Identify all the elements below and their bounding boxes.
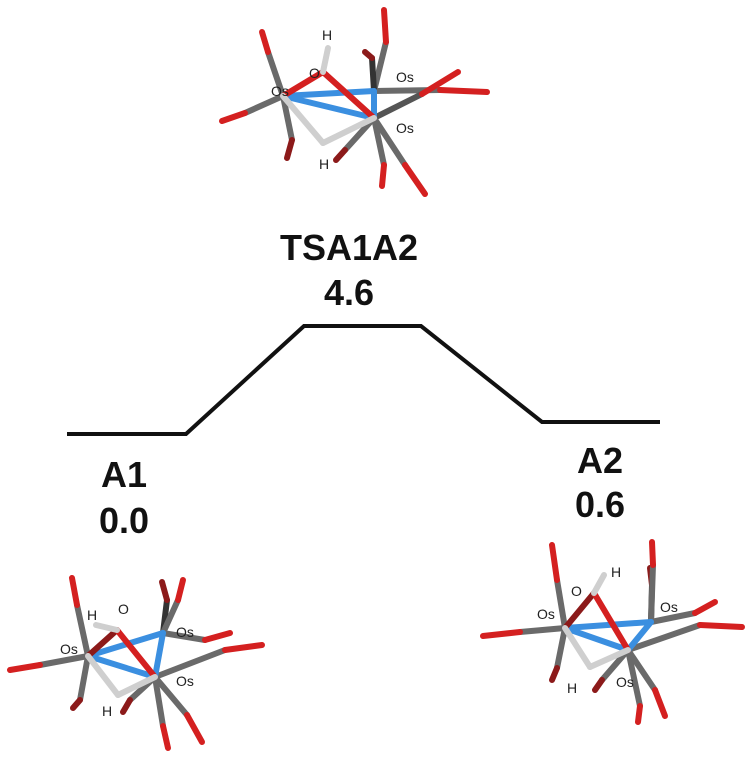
atom-label: Os bbox=[396, 120, 414, 136]
atom-label: H bbox=[319, 156, 329, 172]
atom-label: H bbox=[567, 680, 577, 696]
molecule-a2: H O Os Os Os H bbox=[480, 539, 745, 725]
atom-label: O bbox=[571, 583, 582, 599]
atom-label: H bbox=[611, 564, 621, 580]
state-energy-a2: 0.6 bbox=[575, 484, 625, 525]
atom-label: Os bbox=[537, 606, 555, 622]
atom-label: O bbox=[309, 65, 320, 81]
atom-label: Os bbox=[271, 83, 289, 99]
atom-label: Os bbox=[396, 69, 414, 85]
atom-label: Os bbox=[616, 674, 634, 690]
atom-label: H bbox=[102, 703, 112, 719]
atom-label: H bbox=[322, 27, 332, 43]
molecule-tsa1a2: H O Os Os Os H bbox=[219, 7, 490, 197]
atom-label: Os bbox=[60, 641, 78, 657]
atom-label: Os bbox=[176, 673, 194, 689]
state-label-a1: A1 bbox=[101, 454, 147, 495]
state-label-tsa1a2: TSA1A2 bbox=[280, 227, 418, 268]
energy-profile-line bbox=[67, 324, 660, 436]
atom-label: Os bbox=[176, 624, 194, 640]
atom-label: O bbox=[118, 601, 129, 617]
state-label-a2: A2 bbox=[577, 440, 623, 481]
atom-label: Os bbox=[660, 599, 678, 615]
molecule-a1: H O Os Os Os H bbox=[7, 575, 265, 751]
state-energy-tsa1a2: 4.6 bbox=[324, 272, 374, 313]
state-energy-a1: 0.0 bbox=[99, 500, 149, 541]
atom-label: H bbox=[87, 607, 97, 623]
